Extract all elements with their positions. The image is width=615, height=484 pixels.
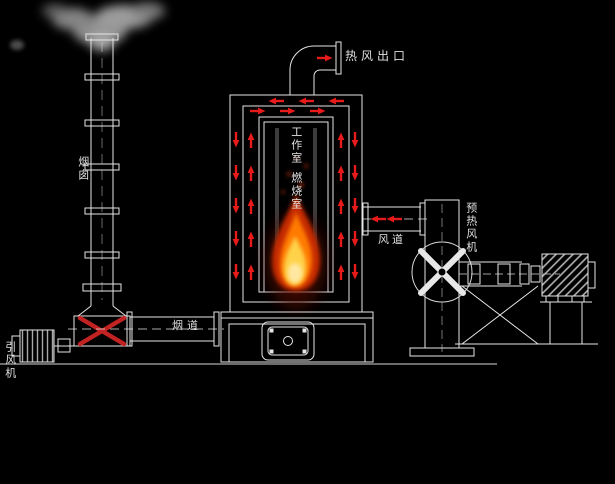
- combustion-flame: [266, 156, 326, 310]
- airflow-arrow-icon: [246, 197, 256, 216]
- furnace-door: [261, 321, 315, 361]
- airflow-arrow-icon: [350, 229, 360, 248]
- airflow-arrow-icon: [350, 163, 360, 182]
- smoke-plume: [42, 2, 165, 51]
- label-working-chamber: 工作室: [289, 126, 303, 165]
- induced-fan-housing: [73, 305, 131, 347]
- airflow-arrow-icon: [308, 106, 327, 116]
- airflow-arrow-icon: [385, 214, 404, 224]
- airflow-arrow-icon: [336, 197, 346, 216]
- furnace-pedestal: [220, 311, 374, 363]
- induced-fan-blades-icon: [77, 315, 127, 347]
- airflow-arrow-icon: [246, 131, 256, 150]
- label-preheat-fan: 预热风机: [464, 202, 478, 254]
- airflow-arrow-icon: [369, 214, 388, 224]
- hot-air-outlet-duct: [289, 41, 342, 95]
- preheat-fan-motor: [540, 253, 596, 344]
- airflow-arrow-icon: [350, 196, 360, 215]
- label-induced-draft-fan: 引风机: [3, 341, 17, 380]
- label-hot-air-outlet: 热风出口: [345, 49, 410, 63]
- induced-fan-motor: [11, 329, 74, 363]
- airflow-arrow-icon: [231, 130, 241, 149]
- fan-hub: [437, 267, 447, 277]
- fan-drive-train: [455, 261, 598, 345]
- label-flue-duct: 烟道: [172, 319, 202, 332]
- airflow-arrow-icon: [336, 164, 346, 183]
- airflow-arrow-icon: [267, 96, 286, 106]
- airflow-arrow-icon: [231, 163, 241, 182]
- airflow-arrow-icon: [336, 263, 346, 282]
- label-chimney: 烟囱: [76, 156, 90, 182]
- chimney-stack: [82, 33, 122, 306]
- airflow-arrow-icon: [246, 263, 256, 282]
- preheat-fan-unit: [409, 199, 475, 357]
- airflow-arrow-icon: [327, 96, 346, 106]
- airflow-arrow-icon: [315, 53, 334, 63]
- airflow-arrow-icon: [246, 230, 256, 249]
- airflow-arrow-icon: [278, 106, 297, 116]
- airflow-arrow-icon: [336, 230, 346, 249]
- airflow-arrow-icon: [231, 262, 241, 281]
- label-combustion-chamber: 燃烧室: [289, 172, 303, 211]
- airflow-arrow-icon: [336, 131, 346, 150]
- airflow-arrow-icon: [350, 262, 360, 281]
- airflow-arrow-icon: [248, 106, 267, 116]
- airflow-arrow-icon: [246, 164, 256, 183]
- flue-duct: [68, 311, 224, 347]
- airflow-arrow-icon: [350, 130, 360, 149]
- label-air-duct: 风道: [378, 233, 406, 246]
- smoke-wisp: [10, 40, 24, 50]
- airflow-arrow-icon: [231, 229, 241, 248]
- airflow-arrow-icon: [297, 96, 316, 106]
- airflow-arrow-icon: [231, 196, 241, 215]
